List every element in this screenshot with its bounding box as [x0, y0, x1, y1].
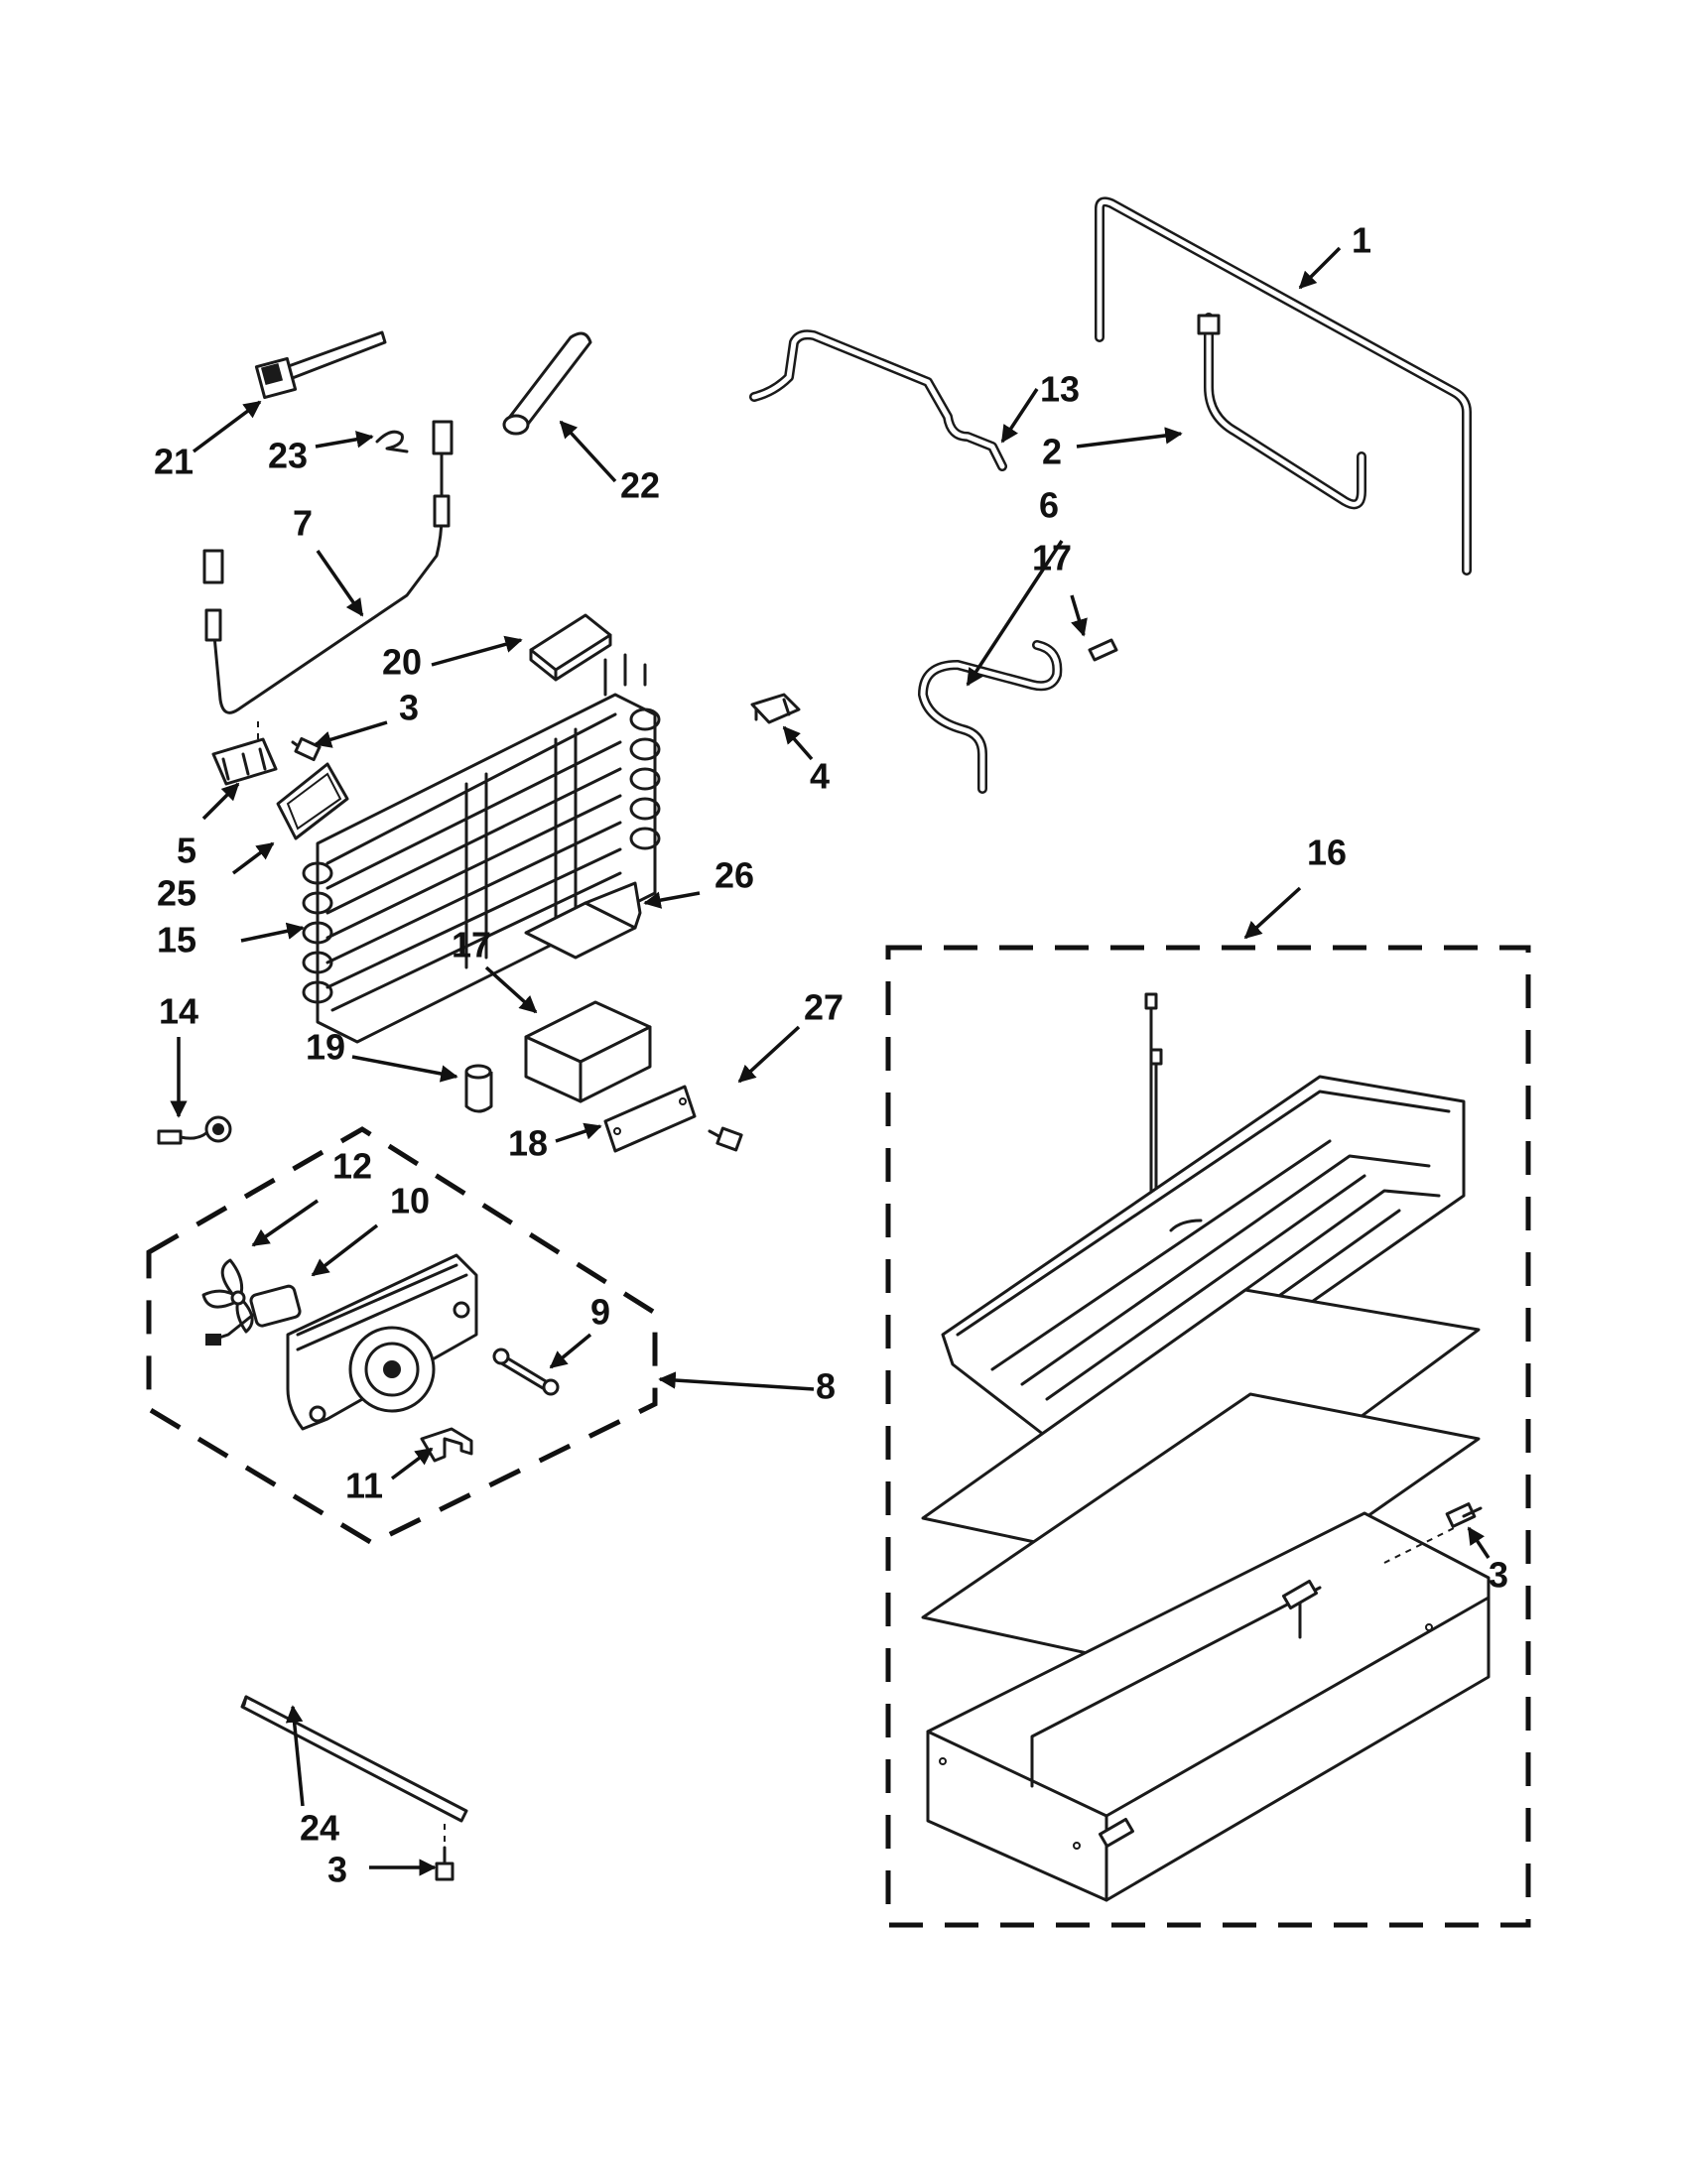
part-17-bracket — [524, 1000, 652, 1103]
callout-5: 5 — [177, 831, 196, 871]
callout-22: 22 — [620, 465, 660, 506]
callout-labels: 1 2 13 6 17 21 23 22 7 20 3 5 25 15 26 4… — [154, 220, 1508, 1890]
part-10-motor — [205, 1284, 302, 1346]
part-26-cover — [524, 881, 642, 960]
callout-3-upper: 3 — [399, 688, 419, 728]
part-16-bottom-tray — [926, 1511, 1491, 1902]
part-20-pad — [529, 613, 612, 682]
callout-13: 13 — [1040, 369, 1080, 410]
callout-2: 2 — [1042, 432, 1062, 472]
part-27-screw — [708, 1126, 743, 1152]
part-19-spacer — [464, 1064, 493, 1113]
part-2-tube — [1197, 313, 1366, 510]
part-16-sheet-lower — [921, 1392, 1481, 1669]
callout-15: 15 — [157, 920, 196, 961]
callout-11: 11 — [345, 1466, 383, 1506]
part-4-clip — [750, 693, 801, 724]
part-3-screw-pan — [1383, 1502, 1483, 1564]
callout-4: 4 — [810, 756, 830, 797]
part-8-fan-assembly-group — [146, 1126, 658, 1546]
part-7-wire-harness — [202, 420, 454, 714]
part-25-gasket — [276, 762, 349, 840]
callout-24: 24 — [300, 1808, 339, 1849]
part-8-housing — [286, 1253, 478, 1431]
part-21-cable-tie — [254, 330, 387, 400]
callout-6: 6 — [1039, 485, 1059, 526]
callout-20: 20 — [382, 642, 422, 683]
callout-18: 18 — [508, 1123, 548, 1164]
callout-19: 19 — [306, 1027, 345, 1068]
callout-17-lower: 17 — [452, 925, 491, 965]
callout-21: 21 — [154, 442, 194, 482]
callout-17-upper: 17 — [1032, 538, 1072, 578]
part-15-evaporator — [302, 653, 661, 1044]
part-18-plate — [603, 1085, 697, 1153]
callout-8: 8 — [816, 1366, 836, 1407]
part-3-screw-upper — [291, 736, 322, 762]
callout-12: 12 — [332, 1146, 372, 1187]
part-11-clip — [420, 1427, 473, 1463]
callout-23: 23 — [268, 436, 308, 476]
callout-26: 26 — [714, 855, 754, 896]
callout-10: 10 — [390, 1181, 430, 1221]
callout-14: 14 — [159, 991, 198, 1032]
callout-7: 7 — [293, 503, 313, 544]
part-23-clip — [375, 430, 409, 453]
part-3-screw-lower — [435, 1846, 454, 1881]
callout-3-lower: 3 — [327, 1850, 347, 1890]
part-9-bracket — [492, 1348, 560, 1396]
callout-1: 1 — [1352, 220, 1371, 261]
callout-9: 9 — [590, 1292, 610, 1333]
part-14-sensor — [157, 1115, 232, 1145]
callout-16: 16 — [1307, 833, 1347, 873]
part-6-tube — [918, 640, 1063, 794]
callout-25: 25 — [157, 873, 196, 914]
callout-3-pan: 3 — [1489, 1555, 1508, 1596]
part-5-bracket — [211, 719, 278, 786]
part-16-drain-pan-group — [885, 945, 1531, 1928]
part-12-fan-blade — [201, 1258, 254, 1334]
part-17-clip — [1088, 638, 1118, 662]
callout-27: 27 — [804, 987, 844, 1028]
part-22-sleeve — [502, 331, 592, 436]
part-1-tube — [1095, 196, 1472, 576]
part-24-rail — [240, 1695, 468, 1846]
leader-lines — [170, 246, 1491, 1876]
part-13-tube — [749, 329, 1007, 471]
